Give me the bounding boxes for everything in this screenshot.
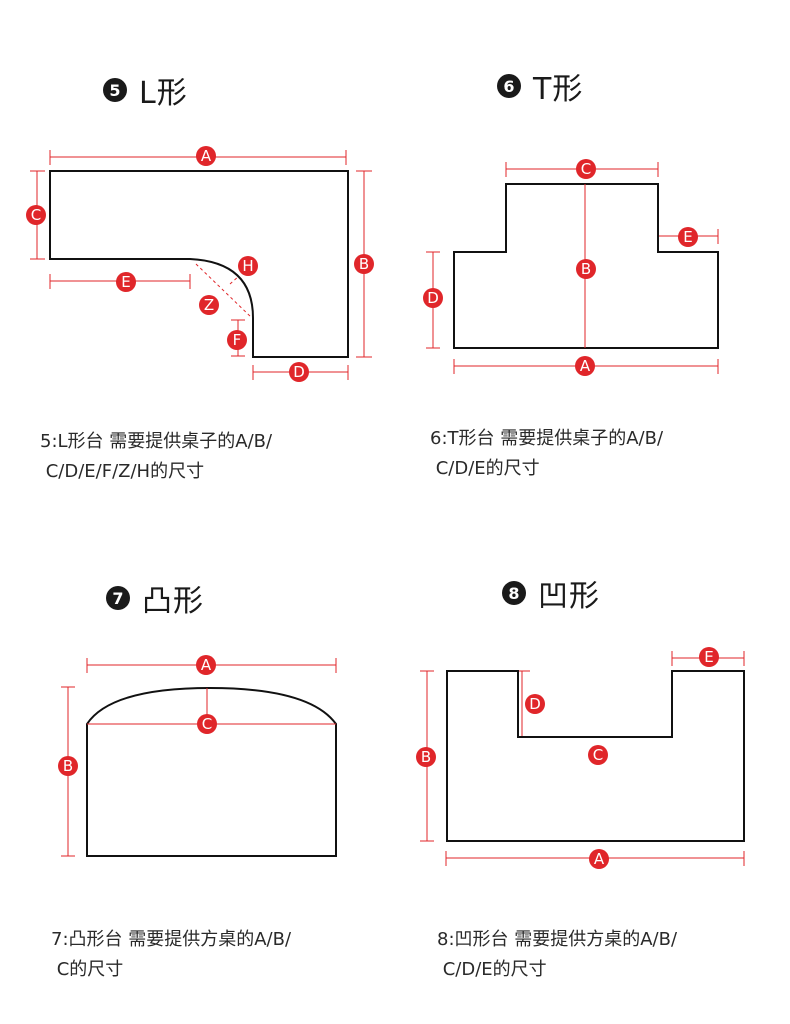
label-d-badge: D bbox=[289, 362, 309, 382]
description-line: 8:凹形台 需要提供方桌的A/B/ bbox=[437, 929, 678, 950]
svg-text:A: A bbox=[201, 147, 212, 165]
label-e-badge: E bbox=[678, 227, 698, 247]
label-z-badge: Z bbox=[199, 295, 219, 315]
description-line: C/D/E的尺寸 bbox=[437, 959, 547, 980]
description-line: 5:L形台 需要提供桌子的A/B/ bbox=[40, 431, 273, 452]
label-e-badge: E bbox=[699, 647, 719, 667]
l-table-outline bbox=[49, 170, 349, 358]
svg-text:F: F bbox=[233, 331, 242, 349]
svg-text:C: C bbox=[202, 715, 212, 733]
svg-text:B: B bbox=[359, 255, 369, 273]
section-title: T形 bbox=[533, 72, 584, 107]
svg-text:B: B bbox=[63, 757, 73, 775]
label-c-badge: C bbox=[197, 714, 217, 734]
heading-l-shape: 5 L形 bbox=[103, 68, 188, 112]
svg-text:A: A bbox=[580, 357, 591, 375]
svg-text:D: D bbox=[427, 289, 439, 307]
description-l-shape: 5:L形台 需要提供桌子的A/B/ C/D/E/F/Z/H的尺寸 bbox=[40, 427, 272, 487]
svg-text:B: B bbox=[421, 748, 431, 766]
label-b-badge: B bbox=[354, 254, 374, 274]
convex-table-outline bbox=[86, 686, 337, 857]
section-title: 凸形 bbox=[142, 584, 204, 619]
description-line: 7:凸形台 需要提供方桌的A/B/ bbox=[51, 929, 292, 950]
svg-text:A: A bbox=[201, 656, 212, 674]
number-badge: 7 bbox=[106, 586, 130, 610]
label-d-badge: D bbox=[525, 694, 545, 714]
description-line: C/D/E的尺寸 bbox=[430, 458, 540, 479]
svg-text:C: C bbox=[581, 160, 591, 178]
t-shape-diagram: C B E D A bbox=[423, 159, 719, 376]
label-a-badge: A bbox=[196, 655, 216, 675]
label-a-badge: A bbox=[196, 146, 216, 166]
number-badge: 8 bbox=[502, 581, 526, 605]
number-badge: 6 bbox=[497, 74, 521, 98]
heading-convex-shape: 7 凸形 bbox=[106, 576, 204, 620]
label-c-badge: C bbox=[576, 159, 596, 179]
label-a-badge: A bbox=[575, 356, 595, 376]
label-b-badge: B bbox=[58, 756, 78, 776]
label-c-badge: C bbox=[26, 205, 46, 225]
svg-text:C: C bbox=[31, 206, 41, 224]
label-a-badge: A bbox=[589, 849, 609, 869]
label-b-badge: B bbox=[416, 747, 436, 767]
label-c-badge: C bbox=[588, 745, 608, 765]
heading-concave-shape: 8 凹形 bbox=[502, 571, 600, 615]
description-concave-shape: 8:凹形台 需要提供方桌的A/B/ C/D/E的尺寸 bbox=[437, 925, 677, 985]
svg-text:B: B bbox=[581, 260, 591, 278]
label-b-badge: B bbox=[576, 259, 596, 279]
description-line: 6:T形台 需要提供桌子的A/B/ bbox=[430, 428, 664, 449]
number-badge: 5 bbox=[103, 78, 127, 102]
section-title: 凹形 bbox=[538, 579, 600, 614]
svg-text:E: E bbox=[704, 648, 713, 666]
section-title: L形 bbox=[139, 76, 188, 111]
label-e-badge: E bbox=[116, 272, 136, 292]
description-line: C/D/E/F/Z/H的尺寸 bbox=[40, 461, 205, 482]
l-shape-diagram: A C B E H Z F D bbox=[26, 146, 374, 382]
svg-text:E: E bbox=[683, 228, 692, 246]
description-line: C的尺寸 bbox=[51, 959, 124, 980]
label-f-badge: F bbox=[227, 330, 247, 350]
description-t-shape: 6:T形台 需要提供桌子的A/B/ C/D/E的尺寸 bbox=[430, 424, 663, 484]
label-d-badge: D bbox=[423, 288, 443, 308]
svg-text:D: D bbox=[293, 363, 305, 381]
svg-text:Z: Z bbox=[204, 296, 214, 314]
label-h-badge: H bbox=[238, 256, 258, 276]
svg-text:E: E bbox=[121, 273, 130, 291]
svg-text:A: A bbox=[594, 850, 605, 868]
svg-text:D: D bbox=[529, 695, 541, 713]
concave-shape-diagram: E D C B A bbox=[416, 647, 745, 869]
svg-text:H: H bbox=[242, 257, 253, 275]
description-convex-shape: 7:凸形台 需要提供方桌的A/B/ C的尺寸 bbox=[51, 925, 291, 985]
convex-shape-diagram: A C B bbox=[58, 655, 337, 857]
svg-text:C: C bbox=[593, 746, 603, 764]
heading-t-shape: 6 T形 bbox=[497, 64, 583, 108]
